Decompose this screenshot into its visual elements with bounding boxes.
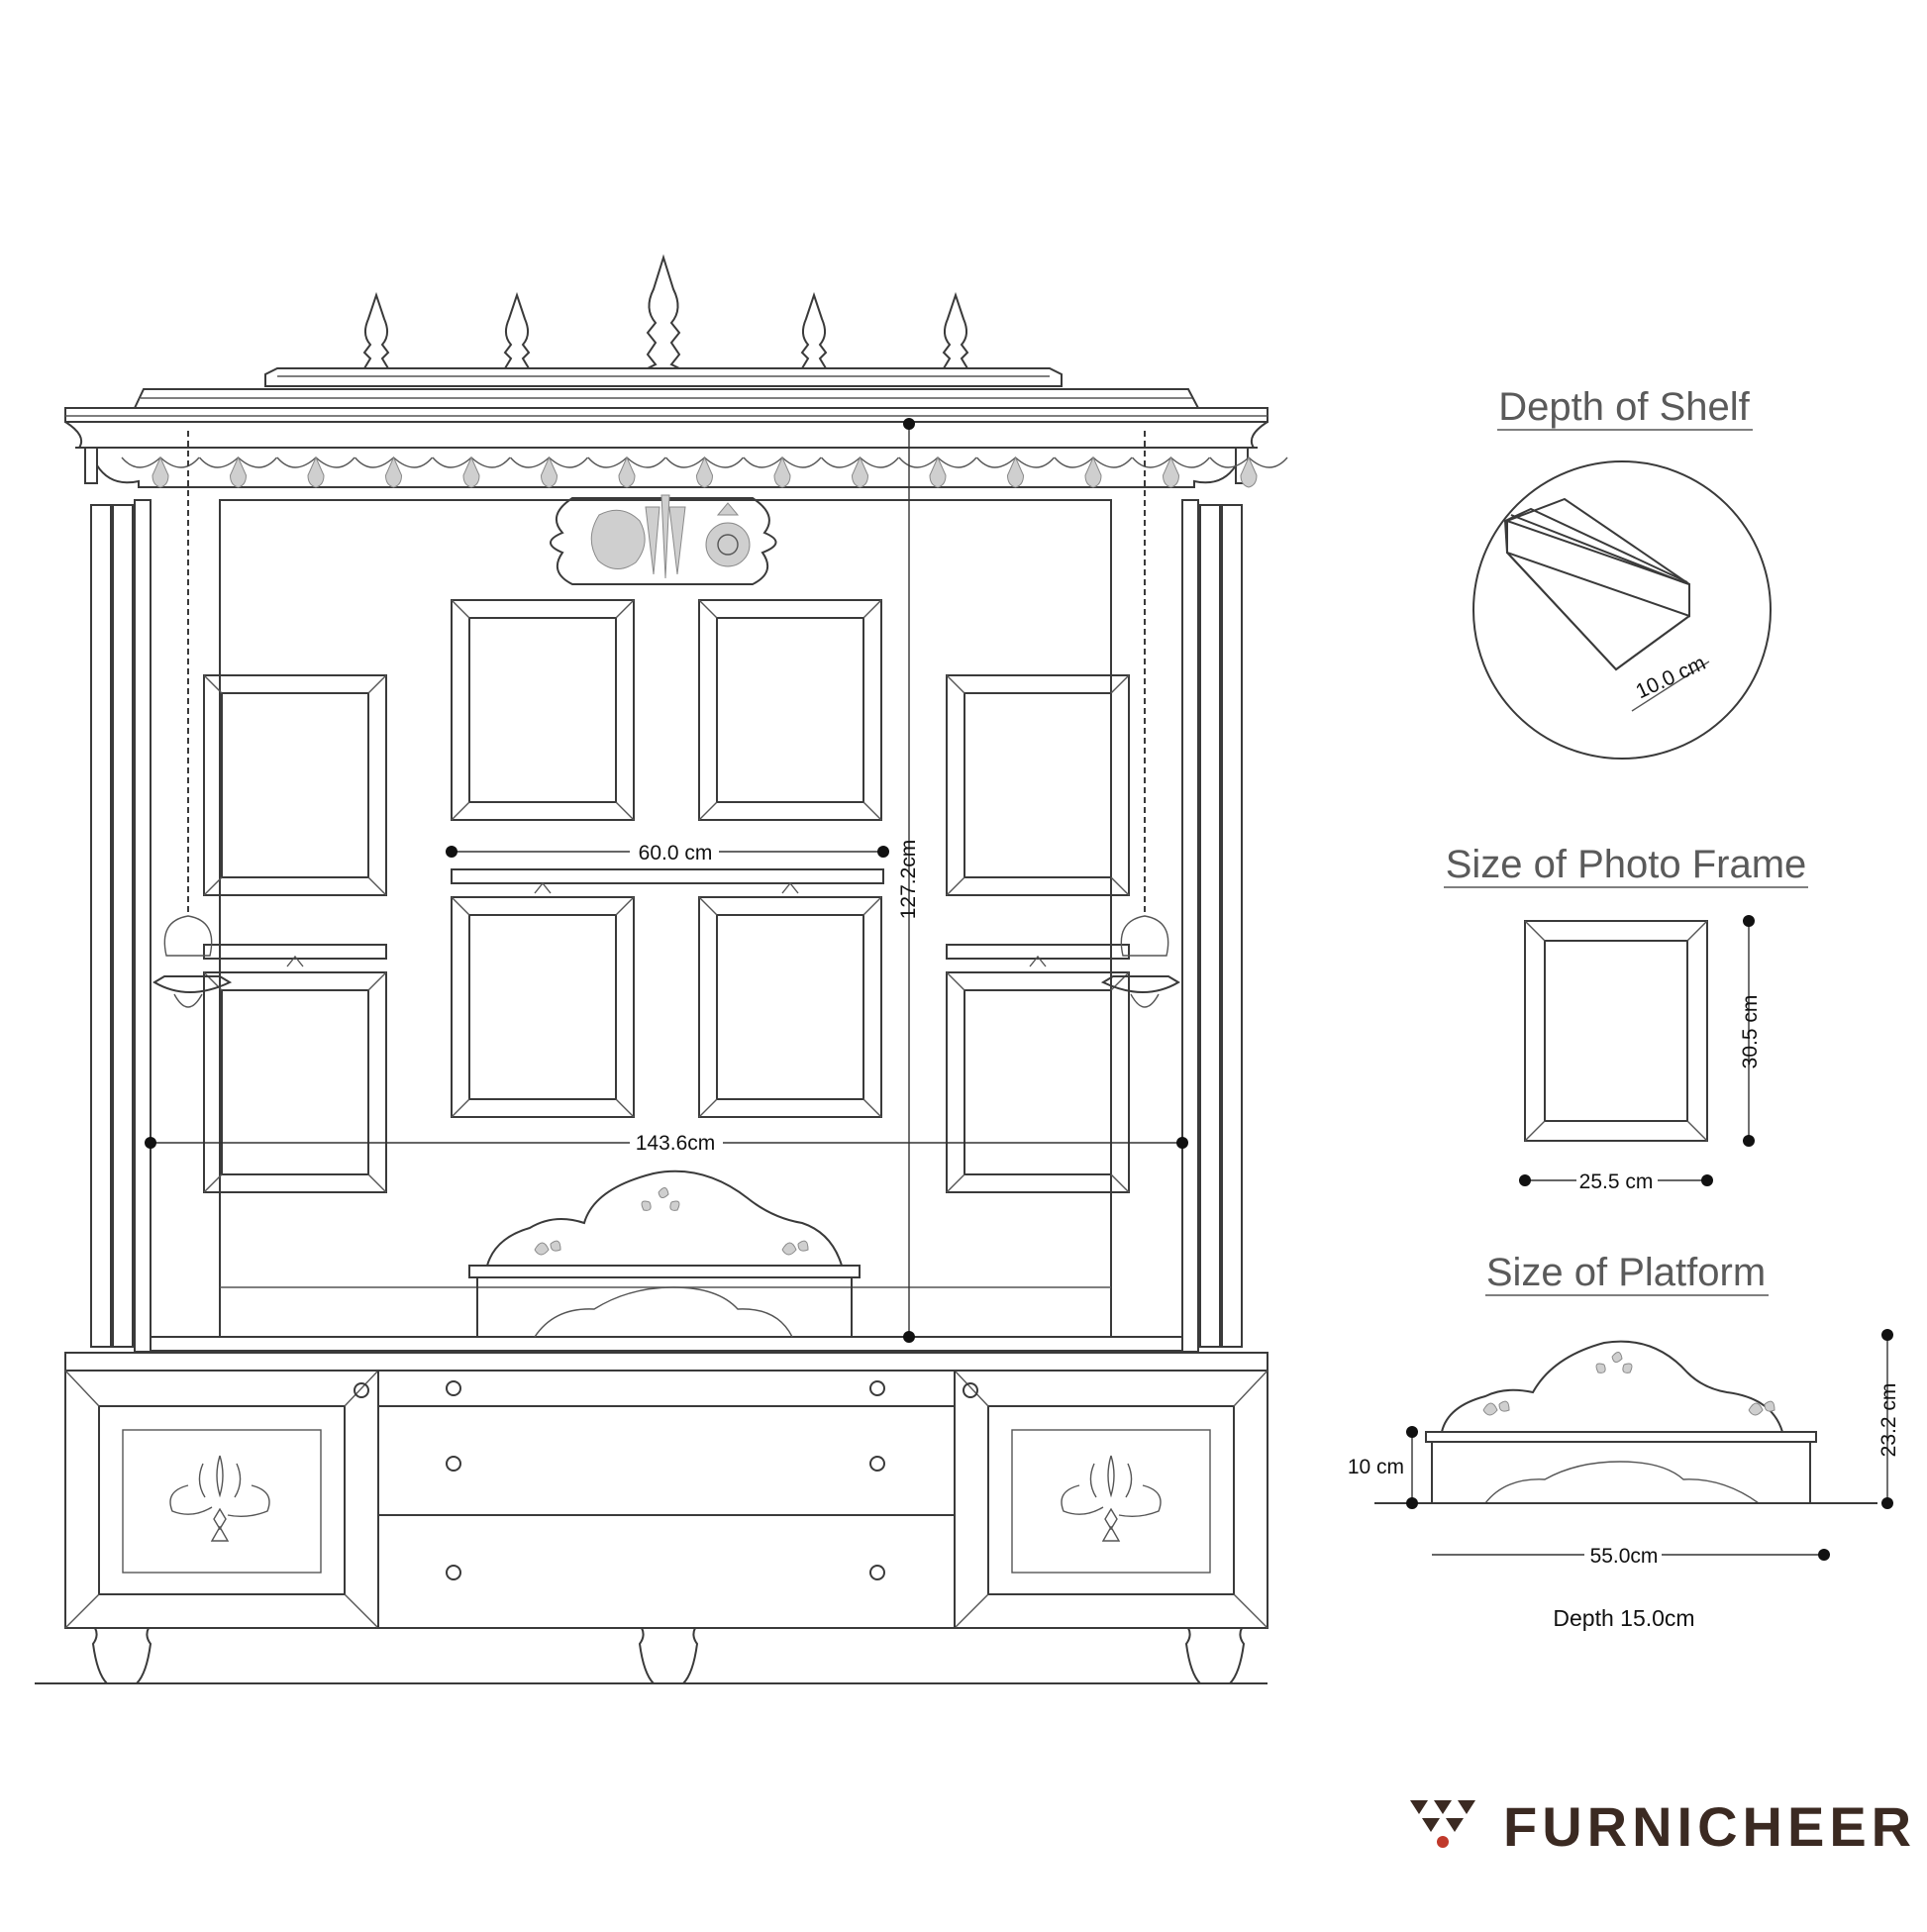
shelf-depth-title: Depth of Shelf [1498,385,1750,429]
drawers [377,1370,956,1629]
brand-name: FURNICHEER [1503,1795,1916,1858]
width-label: 143.6cm [636,1132,716,1155]
columns-left [90,499,152,1353]
platform-total-height-label: 23.2 cm [1877,1383,1900,1458]
door-knob[interactable] [963,1382,978,1398]
frieze-drop-ornament [152,456,169,488]
frieze-drop-ornament [540,456,558,488]
frieze-drop-ornament [1162,456,1180,488]
door-knob[interactable] [354,1382,369,1398]
platform-detail: Size of Platform 10 cm 23.2 cm 55.0cm De… [1348,1251,1900,1631]
finial [503,291,531,369]
drawer-bottom[interactable] [377,1514,956,1629]
legs [91,1627,1246,1684]
platform-base-height-label: 10 cm [1348,1456,1404,1478]
namam-icon [645,494,686,579]
drawer-knob[interactable] [869,1380,885,1396]
photo-frames [203,599,1130,1193]
emblem-plaque [550,494,777,585]
frame-height-label: 30.5 cm [1739,995,1762,1069]
frieze-drop-ornament [384,456,403,488]
photo-frame [451,599,635,821]
frieze-drop-ornament [1240,456,1258,488]
photo-frame [451,896,635,1118]
brand-logo: FURNICHEER [1410,1795,1916,1858]
dimensions: 127.2cm 60.0 cm 143.6cm [145,418,1188,1343]
drawer-knob[interactable] [869,1565,885,1580]
shelf [451,868,884,884]
drawer-knob[interactable] [869,1456,885,1472]
platform-width-label: 55.0cm [1590,1545,1659,1568]
finials [362,254,969,369]
photo-frame-title: Size of Photo Frame [1446,843,1807,886]
photo-frame [946,674,1130,896]
frieze [84,447,1288,488]
finial [800,291,828,369]
frieze-drop-ornament [618,456,636,488]
hanging-lamp-right [1100,431,1180,1008]
shelf-detail-circle [1472,460,1772,760]
frieze-drop-ornament [307,456,325,488]
tree-motif-icon [169,1455,270,1542]
frieze-drop-ornament [695,456,714,488]
drawer-top[interactable] [377,1370,956,1407]
drawer-knob[interactable] [446,1380,461,1396]
base-cabinet [64,1352,1268,1684]
photo-frame [698,896,882,1118]
columns-right [1181,499,1243,1353]
height-label: 127.2cm [897,840,920,920]
frieze-drops [121,456,1288,488]
shelf-width-label: 60.0 cm [639,842,713,864]
finial [942,291,969,369]
back-panel [219,499,1112,1338]
drawer-knob[interactable] [446,1565,461,1580]
base-body [64,1370,1268,1629]
cabinet-door-left [64,1370,379,1629]
shelf-depth-label: 10.0 cm [1633,652,1709,703]
tree-motif-icon [1061,1455,1162,1542]
frieze-drop-ornament [1006,456,1025,488]
frame-width-label: 25.5 cm [1579,1170,1654,1193]
roof [64,367,1268,449]
shankha-icon [590,509,646,569]
frieze-drop-ornament [851,456,869,488]
photo-frame [203,971,387,1193]
photo-frame [698,599,882,821]
shelf [946,944,1130,960]
temple-elevation: 127.2cm 60.0 cm 143.6cm [35,254,1288,1684]
drawer-middle[interactable] [377,1405,956,1516]
triangle-tree-logo-icon [1410,1800,1475,1848]
frieze-drop-ornament [229,456,248,488]
frieze-drop-ornament [1084,456,1102,488]
base-top [64,1352,1268,1372]
frieze-drop-ornament [462,456,480,488]
shelf-depth-detail: Depth of Shelf 10.0 cm [1472,385,1772,760]
platform-depth-label: Depth 15.0cm [1553,1605,1694,1631]
finial-center [646,254,681,369]
photo-frame-detail: Size of Photo Frame 30.5 cm 25.5 cm [1444,843,1808,1193]
cabinet-door-right [954,1370,1268,1629]
finial [362,291,390,369]
photo-frame [946,971,1130,1193]
inner-platform [468,1169,861,1338]
shelves [203,868,1130,967]
chakra-icon [705,522,751,567]
hanging-lamp-left [152,431,233,1008]
platform-title: Size of Platform [1486,1251,1766,1294]
frieze-drop-ornament [773,456,791,488]
shelf [203,944,387,960]
photo-frame [203,674,387,896]
frieze-drop-ornament [929,456,947,488]
drawer-knob[interactable] [446,1456,461,1472]
